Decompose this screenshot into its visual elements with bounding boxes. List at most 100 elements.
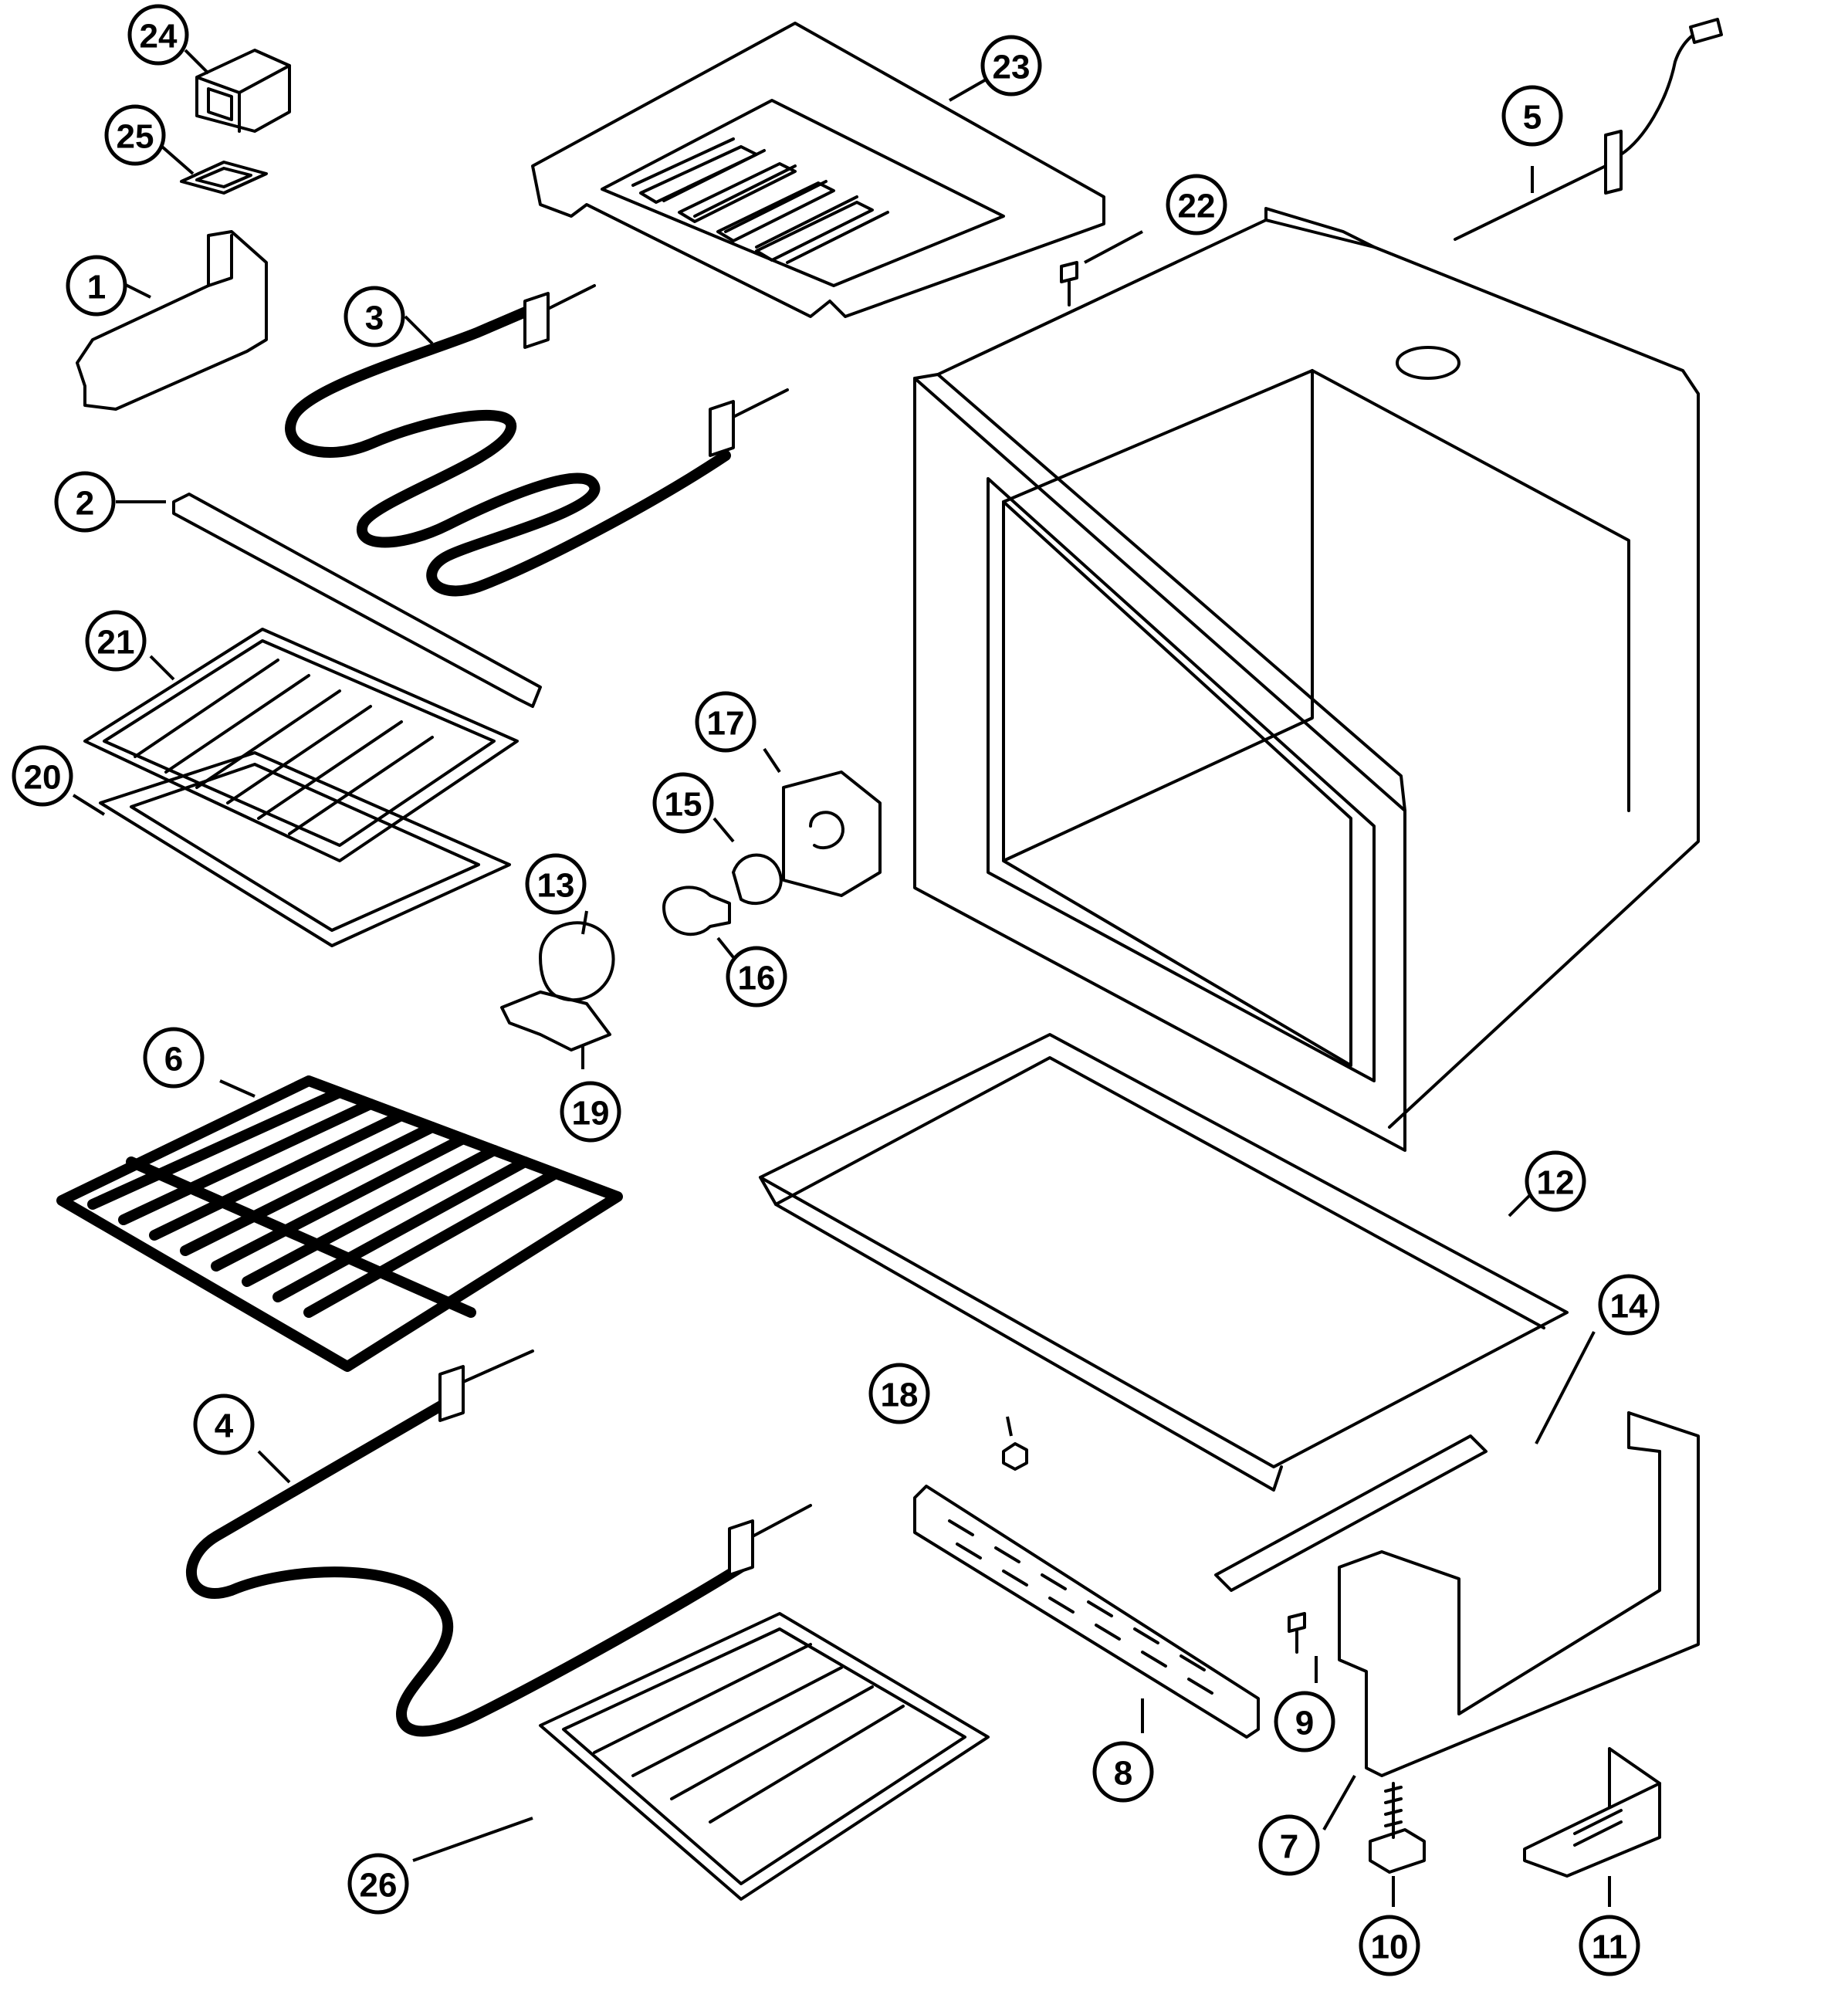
callout-label: 3: [365, 300, 384, 337]
callout-9: 9: [1274, 1691, 1335, 1752]
callout-21: 21: [85, 610, 147, 672]
part-4-bake-element: [186, 1349, 812, 1737]
part-19-lens-clip: [500, 991, 611, 1051]
callout-circle: [980, 35, 1042, 97]
callout-circle: [525, 853, 587, 915]
callout-circle: [560, 1081, 621, 1143]
part-15-light-socket: [732, 853, 783, 905]
callout-circle: [1092, 1741, 1154, 1803]
callout-label: 21: [97, 624, 135, 662]
callout-19: 19: [560, 1081, 621, 1143]
part-14-channel: [1214, 1434, 1488, 1592]
callout-label: 7: [1280, 1828, 1298, 1866]
callout-label: 22: [1178, 188, 1216, 225]
callout-circle: [193, 1394, 255, 1455]
oven-cavity: [913, 207, 1700, 1152]
callout-circle: [12, 745, 73, 807]
callout-circle: [104, 104, 166, 166]
callout-circle: [1258, 1814, 1320, 1876]
part-23-top-panel: [531, 22, 1105, 318]
callout-circle: [1598, 1274, 1660, 1336]
callout-label: 14: [1610, 1288, 1648, 1326]
callout-5: 5: [1501, 85, 1563, 147]
callout-label: 25: [117, 118, 154, 156]
callout-circle: [347, 1853, 409, 1915]
callout-26: 26: [347, 1853, 409, 1915]
callout-circle: [726, 946, 787, 1007]
callout-label: 20: [24, 759, 62, 797]
part-9-screw: [1288, 1612, 1306, 1654]
callout-20: 20: [12, 745, 73, 807]
callout-label: 18: [881, 1377, 919, 1414]
callout-label: 4: [215, 1407, 234, 1445]
part-2-bar: [172, 493, 542, 708]
callout-11: 11: [1579, 1915, 1640, 1976]
callout-7: 7: [1258, 1814, 1320, 1876]
part-5-sensor: [1454, 18, 1723, 241]
callout-label: 11: [1592, 1929, 1628, 1966]
callout-circle: [695, 691, 756, 753]
callout-label: 12: [1537, 1164, 1575, 1202]
callout-label: 2: [76, 485, 94, 523]
part-7-side-bracket: [1338, 1411, 1700, 1777]
part-22-screw: [1060, 261, 1078, 306]
part-16-light-bulb: [662, 886, 731, 936]
callout-circle: [1274, 1691, 1335, 1752]
callout-4: 4: [193, 1394, 255, 1455]
callout-circle: [54, 471, 116, 533]
callout-14: 14: [1598, 1274, 1660, 1336]
callout-label: 19: [572, 1095, 610, 1133]
callout-label: 6: [164, 1041, 183, 1079]
callout-circle: [652, 772, 714, 834]
part-13-light-lens: [539, 921, 615, 1002]
part-26-pan-insert: [539, 1612, 990, 1901]
callout-13: 13: [525, 853, 587, 915]
callout-label: 26: [360, 1867, 398, 1905]
callout-circle: [1166, 174, 1227, 235]
callout-23: 23: [980, 35, 1042, 97]
callout-8: 8: [1092, 1741, 1154, 1803]
callout-circle: [127, 4, 189, 66]
callout-25: 25: [104, 104, 166, 166]
leader-lines: [72, 49, 1611, 1907]
callout-circle: [1501, 85, 1563, 147]
callout-label: 17: [707, 705, 745, 743]
callout-label: 5: [1523, 99, 1542, 137]
callout-1: 1: [66, 255, 127, 317]
callout-label: 10: [1371, 1929, 1409, 1966]
callout-3: 3: [344, 286, 405, 347]
part-10-leveling-leg: [1369, 1782, 1426, 1874]
callout-circle: [66, 255, 127, 317]
callout-circle: [344, 286, 405, 347]
callout-2: 2: [54, 471, 116, 533]
callout-label: 9: [1295, 1705, 1314, 1742]
part-24-box: [195, 49, 291, 133]
callout-16: 16: [726, 946, 787, 1007]
part-3-broil-element: [285, 284, 789, 597]
part-6-oven-rack: [56, 1075, 623, 1372]
callout-circle: [868, 1363, 930, 1424]
callout-label: 24: [140, 18, 178, 56]
callout-label: 13: [537, 867, 575, 905]
part-8-slotted-plate: [913, 1485, 1260, 1739]
callout-label: 8: [1114, 1755, 1132, 1793]
part-11-anti-tip-bracket: [1523, 1747, 1661, 1878]
callout-label: 15: [665, 786, 702, 824]
callout-12: 12: [1525, 1150, 1586, 1212]
part-17-light-housing: [782, 770, 882, 897]
callout-label: 23: [993, 49, 1031, 86]
part-18-nut: [1002, 1442, 1028, 1471]
callout-circle: [1579, 1915, 1640, 1976]
callout-17: 17: [695, 691, 756, 753]
callout-10: 10: [1359, 1915, 1420, 1976]
callout-circle: [1525, 1150, 1586, 1212]
part-25-plate: [180, 161, 268, 195]
part-12-bottom-tray: [759, 1033, 1569, 1492]
callout-15: 15: [652, 772, 714, 834]
callout-circle: [1359, 1915, 1420, 1976]
callout-24: 24: [127, 4, 189, 66]
callout-label: 16: [738, 960, 776, 997]
callout-label: 1: [87, 269, 106, 306]
part-1-deflector: [76, 230, 268, 411]
